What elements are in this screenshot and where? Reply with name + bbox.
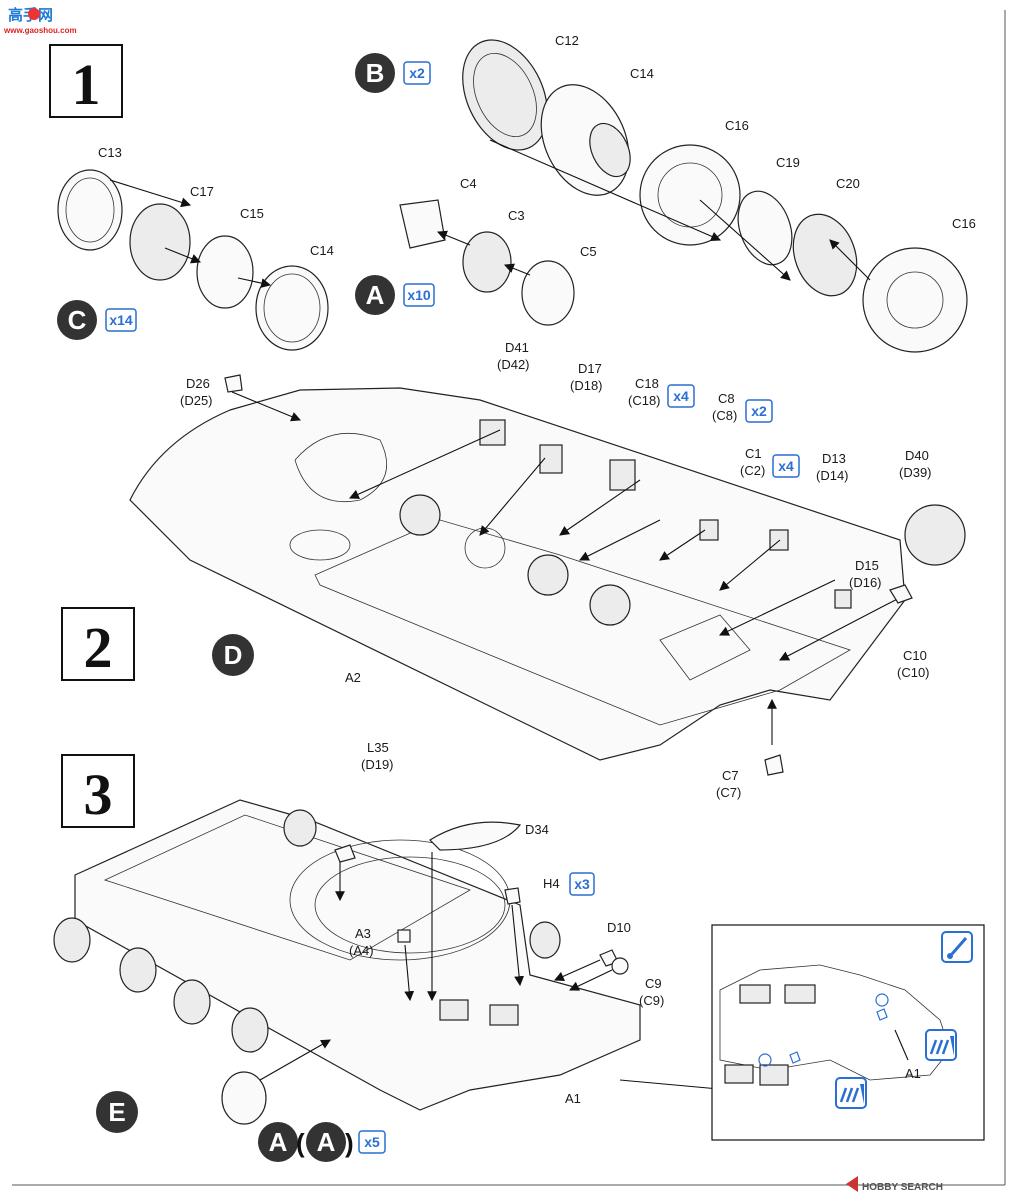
label-d13: D13	[822, 451, 846, 466]
sprocket-parts	[462, 39, 968, 353]
step-number: 1	[72, 52, 101, 117]
step2-labels: D41 (D42) D17 (D18) C18 (C18) x4 C8 (C8)…	[180, 340, 932, 800]
watermark-logo: 高手网 www.gaoshou.com	[3, 6, 77, 35]
label-a1: A1	[565, 1091, 581, 1106]
svg-text:B: B	[366, 58, 385, 88]
svg-text:C: C	[68, 305, 87, 335]
step-number-box	[61, 607, 135, 681]
label-d14: (D14)	[816, 468, 849, 483]
label-c16-2: C16	[952, 216, 976, 231]
step-number: 2	[84, 615, 113, 680]
subassembly-d-badge: D	[212, 634, 254, 676]
label-d18: (D18)	[570, 378, 603, 393]
label-c1: C1	[745, 446, 762, 461]
return-roller-parts: C13 C17 C15 C14	[57, 145, 334, 351]
subassembly-a-badge: A x10	[355, 275, 435, 315]
svg-text:x14: x14	[109, 312, 133, 328]
label-c16: C16	[725, 118, 749, 133]
step-number: 3	[84, 762, 113, 827]
label-c9-p: (C9)	[639, 993, 664, 1008]
subassembly-b-badge: B x2	[355, 53, 431, 93]
label-c13: C13	[98, 145, 122, 160]
paint-brush-icon	[941, 931, 973, 963]
subassembly-a-final-badge: A ( A ) x5	[258, 1122, 386, 1162]
label-a3: A3	[355, 926, 371, 941]
step-number-box	[49, 44, 123, 118]
svg-text:x10: x10	[407, 287, 431, 303]
svg-text:www.gaoshou.com: www.gaoshou.com	[3, 26, 77, 35]
subassembly-c-badge: C x14	[57, 300, 137, 340]
subassembly-e-badge: E	[96, 1091, 138, 1133]
detail-inset: A1	[711, 924, 985, 1141]
label-h4: H4	[543, 876, 560, 891]
label-d34: D34	[525, 822, 549, 837]
label-c5: C5	[580, 244, 597, 259]
label-d25: (D25)	[180, 393, 213, 408]
qty-c1: x4	[778, 458, 794, 474]
svg-text:A: A	[317, 1127, 336, 1157]
qty-c18: x4	[673, 388, 689, 404]
hull-upper-a1	[53, 799, 641, 1125]
svg-text:x5: x5	[364, 1134, 380, 1150]
step1-labels: C12 C14 C16 C19 C20 C16	[555, 33, 976, 231]
label-c18-p: (C18)	[628, 393, 661, 408]
label-c14: C14	[630, 66, 654, 81]
svg-text:D: D	[224, 640, 243, 670]
svg-text:E: E	[108, 1097, 125, 1127]
step-3: 3	[61, 754, 135, 828]
label-c17: C17	[190, 184, 214, 199]
label-d19: (D19)	[361, 757, 394, 772]
step-number-box	[61, 754, 135, 828]
label-d41: D41	[505, 340, 529, 355]
svg-text:HOBBY SEARCH: HOBBY SEARCH	[862, 1182, 943, 1193]
label-c10-p: (C10)	[897, 665, 930, 680]
label-c7: C7	[722, 768, 739, 783]
label-c8: C8	[718, 391, 735, 406]
label-d42: (D42)	[497, 357, 530, 372]
label-c8-p: (C8)	[712, 408, 737, 423]
label-a4: (A4)	[349, 943, 374, 958]
label-c12: C12	[555, 33, 579, 48]
label-a2: A2	[345, 670, 361, 685]
label-d15: D15	[855, 558, 879, 573]
label-c14-2: C14	[310, 243, 334, 258]
label-l35: L35	[367, 740, 389, 755]
label-c20: C20	[836, 176, 860, 191]
label-d40: D40	[905, 448, 929, 463]
step-1: 1	[49, 44, 123, 118]
label-c4: C4	[460, 176, 477, 191]
label-d16: (D16)	[849, 575, 882, 590]
svg-text:x2: x2	[409, 65, 425, 81]
hull-bottom-a2	[129, 374, 966, 776]
svg-text:A: A	[366, 280, 385, 310]
label-c3: C3	[508, 208, 525, 223]
label-d10: D10	[607, 920, 631, 935]
label-c2: (C2)	[740, 463, 765, 478]
label-a1-inset: A1	[905, 1066, 921, 1081]
step3-labels: L35 (D19) D34 H4 x3 A3 (A4) D10 C9 (C9) …	[349, 740, 664, 1106]
label-c7-p: (C7)	[716, 785, 741, 800]
watermark-hobby-search: HOBBY SEARCH	[846, 1176, 943, 1193]
qty-h4: x3	[574, 876, 590, 892]
glue-icon	[925, 1029, 957, 1061]
label-c10: C10	[903, 648, 927, 663]
road-wheel-parts: C4 C3 C5	[399, 176, 597, 326]
label-c15: C15	[240, 206, 264, 221]
label-c19: C19	[776, 155, 800, 170]
glue-icon	[835, 1077, 867, 1109]
label-c18: C18	[635, 376, 659, 391]
svg-text:): )	[345, 1128, 354, 1158]
svg-text:A: A	[269, 1127, 288, 1157]
label-c9: C9	[645, 976, 662, 991]
step-2: 2	[61, 607, 135, 681]
label-d17: D17	[578, 361, 602, 376]
svg-text:(: (	[296, 1128, 305, 1158]
label-d39: (D39)	[899, 465, 932, 480]
qty-c8: x2	[751, 403, 767, 419]
label-d26: D26	[186, 376, 210, 391]
